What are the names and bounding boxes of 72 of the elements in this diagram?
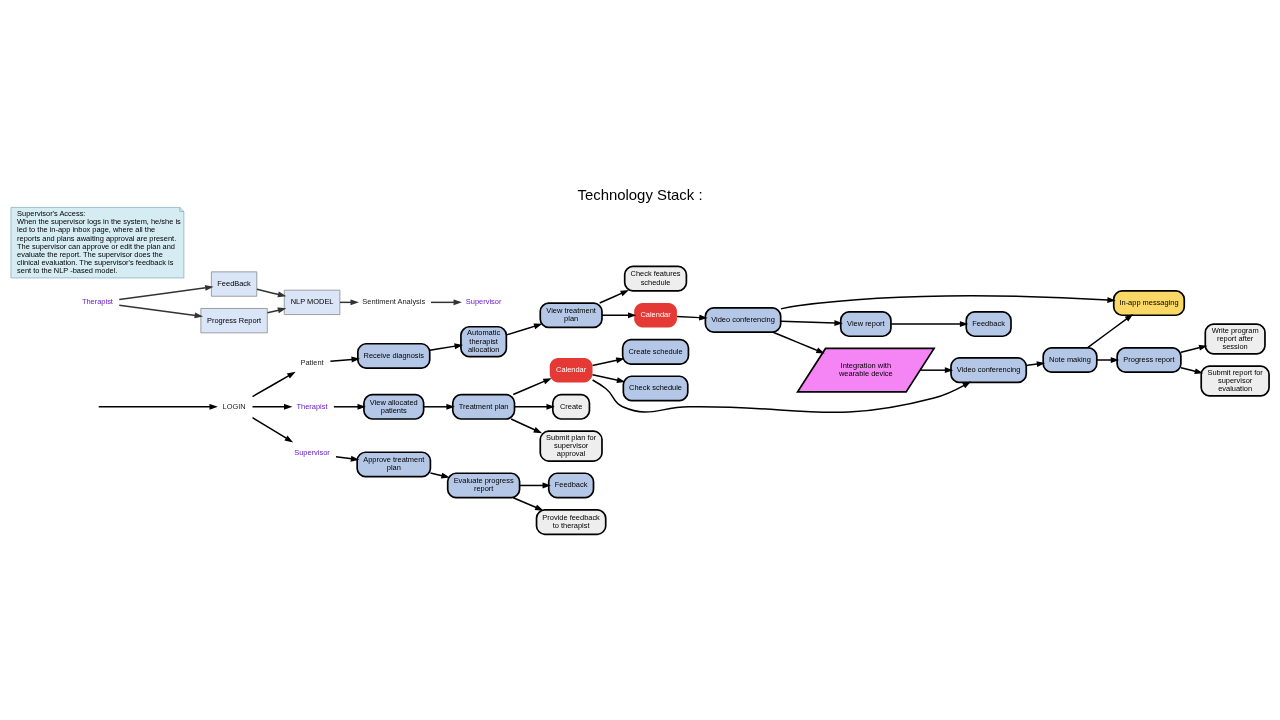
arrow: [335, 455, 360, 462]
node-box: Note making: [1042, 346, 1098, 374]
node-text: Sentiment Analysis: [362, 297, 426, 307]
arrow: [118, 304, 204, 319]
arrow: [518, 482, 551, 489]
arrow: [429, 343, 463, 351]
arrow: [329, 356, 360, 363]
node-box: Write program report after session: [1204, 323, 1266, 355]
node-box: Check schedule: [622, 375, 689, 402]
node-box: In-app messaging: [1112, 289, 1186, 317]
arrow: [256, 288, 287, 298]
arrow: [422, 403, 455, 410]
node-text: Supervisor: [294, 448, 330, 458]
node-box: Video conferencing: [950, 357, 1028, 384]
node-box: NLP MODEL: [283, 289, 341, 315]
arrow: [512, 378, 552, 396]
arrow: [251, 416, 294, 443]
arrow: [676, 314, 708, 321]
node-box: Create: [551, 393, 591, 420]
node-box: Feedback: [965, 311, 1012, 338]
arrow: [505, 323, 543, 336]
arrow: [598, 290, 629, 304]
arrow: [1180, 344, 1208, 353]
node-text: LOGIN: [222, 401, 246, 411]
arrow: [601, 312, 637, 319]
node-box: Feedback: [547, 472, 595, 499]
arrow: [118, 284, 214, 301]
node-box: Calendar: [549, 357, 593, 383]
arrow: [919, 367, 954, 374]
arrow: [251, 403, 293, 410]
node-box: Check features schedule: [623, 265, 688, 292]
node-box: Receive diagnosis: [357, 342, 431, 369]
arrow: [780, 320, 843, 326]
node-box: Video conferencing: [704, 306, 782, 334]
node-text: Supervisor: [465, 297, 502, 307]
arrow: [772, 331, 825, 354]
node-box: View treatment plan: [539, 302, 603, 329]
node-text: Therapist: [296, 401, 328, 411]
arrow: [591, 357, 625, 367]
arrow: [591, 374, 626, 384]
node-box: View allocated patients: [363, 393, 425, 420]
arrow: [890, 321, 969, 327]
node-box: Approve treatment plan: [356, 451, 432, 478]
arrow: [251, 371, 296, 398]
arrow: [430, 299, 462, 306]
node-box: Submit report for supervisor evaluation: [1200, 365, 1270, 397]
node-box: Treatment plan: [451, 393, 516, 420]
arrow: [591, 379, 972, 414]
arrow: [429, 472, 450, 479]
node-box: Automatic therapist allocation: [460, 325, 508, 358]
node-box: Calendar: [634, 303, 677, 328]
arrow: [1025, 361, 1046, 368]
node-box: Progress Report: [200, 308, 268, 334]
node-box: Progress report: [1116, 346, 1182, 374]
node-text: Patient: [300, 357, 324, 367]
node-box: Submit plan for supervisor approval: [539, 430, 603, 462]
arrow: [780, 295, 1116, 310]
arrow: [1086, 314, 1134, 349]
arrow: [513, 403, 555, 410]
arrow: [97, 403, 218, 410]
arrow: [510, 418, 543, 434]
arrow: [1096, 357, 1120, 363]
node-box: Provide feedback to therapist: [535, 509, 607, 536]
diagram-title: Technology Stack :: [577, 187, 703, 204]
arrow: [1180, 367, 1204, 375]
arrow: [333, 403, 366, 410]
node-text: Therapist: [81, 297, 113, 307]
arrow: [512, 497, 544, 511]
node-box: Evaluate progress report: [446, 472, 521, 499]
node-box: FeedBack: [211, 271, 258, 297]
node-box: View report: [839, 311, 892, 338]
node-box: Create schedule: [621, 338, 690, 365]
